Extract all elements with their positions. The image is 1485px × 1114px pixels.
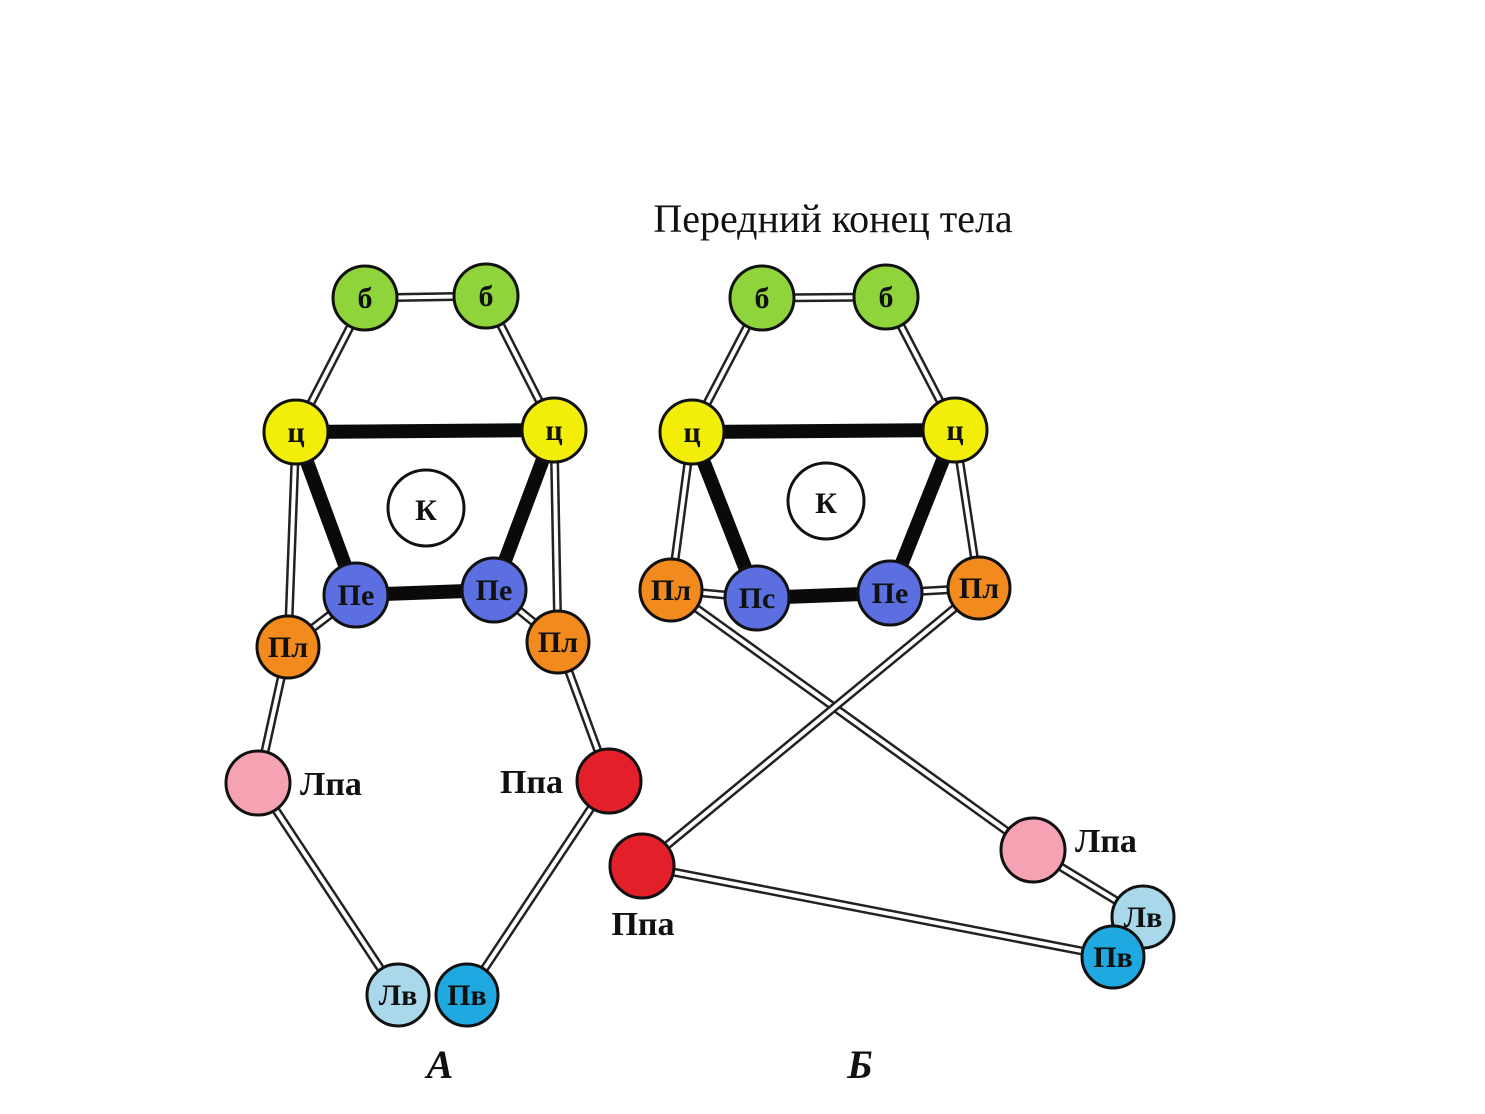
panel-a-node-b1: б: [331, 264, 399, 332]
panel-a-node-lpa: [224, 749, 292, 817]
panel-b-node-pl2-circle: [946, 555, 1012, 621]
panel-a-node-c1-circle: [262, 398, 330, 466]
panel-b-thick-connection-c1-c2: [685, 423, 962, 439]
panel-a-thin-connection-lpa-lv: [253, 778, 403, 1000]
panel-a-node-pe1-circle: [322, 561, 390, 629]
panel-a-node-pl1: Пл: [255, 614, 321, 680]
panel-a-node-ppa: [575, 747, 643, 815]
panel-a-node-pl2-circle: [525, 609, 591, 675]
panel-a-node-lpa-circle: [224, 749, 292, 817]
panel-b-node-k-circle: [786, 461, 866, 541]
panel-a-thin-connection-ppa-pv: [462, 776, 614, 1000]
panel-b-node-c1-label: ц: [683, 416, 700, 449]
panel-a-node-pl1-circle: [255, 614, 321, 680]
panel-b-node-c2-label: ц: [946, 414, 963, 447]
panel-b-edges: [637, 292, 1148, 962]
panel-b-node-pe1-circle: [723, 564, 791, 632]
panel-b-node-lpa-circle: [999, 816, 1067, 884]
panel-b-node-pe2-circle: [856, 559, 924, 627]
panel-a-node-c2: ц: [520, 396, 588, 464]
panel-a-node-c1: ц: [262, 398, 330, 466]
panel-a-node-b2-circle: [452, 262, 520, 330]
panel-b-node-pv-circle: [1080, 924, 1146, 990]
panel-b-label: Б: [846, 1042, 872, 1087]
panel-b-node-pv-label: Пв: [1093, 941, 1133, 974]
panel-a-thin-connection-c2-pl2: [549, 425, 563, 647]
panel-a-node-lv-circle: [365, 962, 431, 1028]
panel-a-node-pe1-label: Пе: [338, 579, 375, 612]
panel-a-node-c1-label: ц: [287, 416, 304, 449]
panel-a-node-k: К: [386, 468, 466, 548]
panel-a-node-pv-label: Пв: [447, 979, 487, 1012]
panel-a-node-k-label: К: [415, 494, 437, 527]
panel-a-thick-connection-c1-c2: [289, 423, 561, 439]
panel-a-node-b1-circle: [331, 264, 399, 332]
panel-a-node-c2-label: ц: [545, 414, 562, 447]
panel-a-node-b1-label: б: [358, 282, 373, 315]
panel-a-node-pe2-label: Пе: [476, 574, 513, 607]
panel-a-node-lv-label: Лв: [379, 979, 418, 1012]
panel-b-node-pv: Пв: [1080, 924, 1146, 990]
panel-b-ppa-label: Ппа: [611, 906, 674, 943]
panel-a-node-b2-label: б: [479, 280, 494, 313]
panel-b-node-b1: б: [728, 264, 796, 332]
panel-b-node-lv-label: Лв: [1124, 901, 1163, 934]
panel-a-ppa-label: Ппа: [500, 764, 563, 801]
panel-b-node-pl2: Пл: [946, 555, 1012, 621]
panel-a-node-pe1: Пе: [322, 561, 390, 629]
panel-b-node-pe1-label: Пс: [739, 582, 776, 615]
panel-a-node-b2: б: [452, 262, 520, 330]
panel-b-node-pe1: Пс: [723, 564, 791, 632]
panel-b-node-c1-circle: [658, 398, 726, 466]
panel-b-node-b2-circle: [852, 263, 920, 331]
panel-a-node-pv-circle: [434, 962, 500, 1028]
panel-b-node-b1-circle: [728, 264, 796, 332]
panel-a-node-pe2-circle: [460, 556, 528, 624]
panel-b-node-pl1-circle: [638, 557, 704, 623]
panel-a-node-pl2-label: Пл: [538, 626, 578, 659]
panel-b-node-b1-label: б: [755, 282, 770, 315]
panel-b-node-k-label: К: [815, 487, 837, 520]
panel-a-node-pe2: Пе: [460, 556, 528, 624]
panel-a-node-pl2: Пл: [525, 609, 591, 675]
panel-a-lpa-label: Лпа: [300, 766, 362, 803]
panel-b-node-pl1: Пл: [638, 557, 704, 623]
panel-a-node-ppa-circle: [575, 747, 643, 815]
panel-b-node-pe2-label: Пе: [872, 577, 909, 610]
panel-b-lpa-label: Лпа: [1075, 823, 1137, 860]
panel-b-node-c1: ц: [658, 398, 726, 466]
panel-b-thin-connection-pl1-lpa: [666, 585, 1038, 855]
panel-b-node-b2: б: [852, 263, 920, 331]
panel-b-node-lpa: [999, 816, 1067, 884]
panel-b-node-pl2-label: Пл: [959, 572, 999, 605]
panel-a-node-c2-circle: [520, 396, 588, 464]
panel-b-node-b2-label: б: [879, 281, 894, 314]
panel-b-node-k: К: [786, 461, 866, 541]
panel-b-thin-connection-ppa-pv: [637, 861, 1118, 962]
panel-b-thin-connection-pl2-ppa: [637, 583, 984, 871]
panel-a-thin-connection-c1-pl1: [283, 427, 301, 652]
panel-b-node-ppa-circle: [608, 832, 676, 900]
panel-a-node-k-circle: [386, 468, 466, 548]
panel-a-node-pv: Пв: [434, 962, 500, 1028]
panel-a-node-lv: Лв: [365, 962, 431, 1028]
panel-a-label: А: [424, 1042, 454, 1087]
diagram-title: Передний конец тела: [653, 196, 1013, 241]
panel-b-node-ppa: [608, 832, 676, 900]
panel-b-node-c2: ц: [921, 396, 989, 464]
panel-a-node-pl1-label: Пл: [268, 631, 308, 664]
panel-b-node-c2-circle: [921, 396, 989, 464]
panel-b-node-pe2: Пе: [856, 559, 924, 627]
panel-b-node-pl1-label: Пл: [651, 574, 691, 607]
